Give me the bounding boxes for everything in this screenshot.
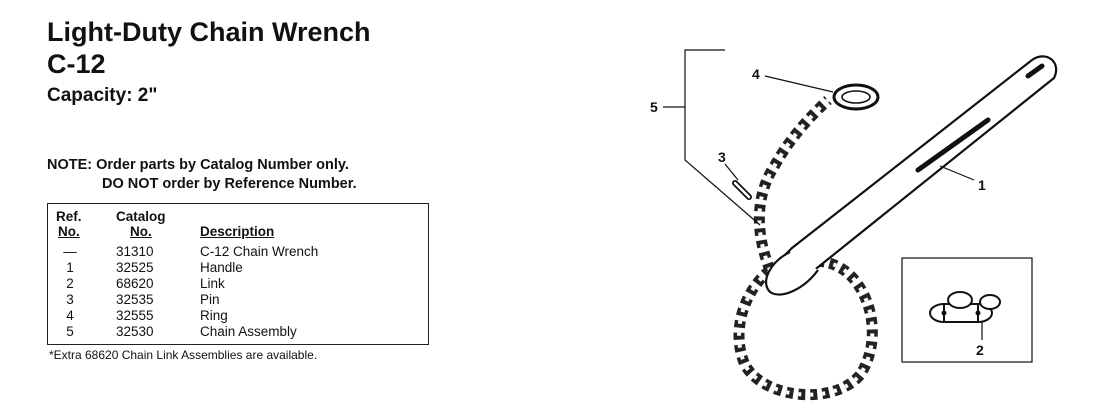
footnote: *Extra 68620 Chain Link Assemblies are a… [49,348,318,362]
description-cell: Handle [200,260,243,275]
callout-pin: 3 [718,149,726,165]
catalog-cell: 32535 [116,292,154,307]
pin-leader [724,163,739,181]
model-number: C-12 [47,49,106,79]
header-ref-top: Ref. [56,209,82,224]
chain-loop [733,255,878,401]
ref-cell: 4 [66,308,74,323]
description-cell: Ring [200,308,228,323]
ref-cell: 1 [66,260,74,275]
description-cell: Pin [200,292,220,307]
parts-table: Ref. No. Catalog No. Description — 31310… [47,203,429,345]
description-cell: Link [200,276,225,291]
capacity-label: Capacity: 2" [47,85,158,106]
catalog-cell: 31310 [116,244,154,259]
ref-cell: 5 [66,324,74,339]
ring-icon-inner [841,90,871,104]
ref-cell: 3 [66,292,74,307]
chain-bracket [684,49,761,226]
catalog-cell: 32530 [116,324,154,339]
catalog-cell: 32555 [116,308,154,323]
table-row: — 31310 C-12 Chain Wrench [48,244,428,260]
table-row: 5 32530 Chain Assembly [48,324,428,340]
header-description: Description [200,224,275,239]
order-note-line-1: NOTE: Order parts by Catalog Number only… [47,157,349,173]
callout-chain: 5 [650,99,658,115]
table-row: 1 32525 Handle [48,260,428,276]
handle-leader [939,165,975,181]
handle-jaw [764,251,819,296]
ref-cell: — [63,244,77,259]
description-cell: Chain Assembly [200,324,297,339]
table-row: 3 32535 Pin [48,292,428,308]
header-ref-bottom: No. [58,224,80,239]
handle-slot [915,117,991,173]
table-row: 4 32555 Ring [48,308,428,324]
callout-handle: 1 [978,177,986,193]
link-icon [929,291,1001,323]
ring-icon [832,83,880,111]
table-row: 2 68620 Link [48,276,428,292]
callout-ring: 4 [752,66,760,82]
catalog-cell: 32525 [116,260,154,275]
page-title: Light-Duty Chain Wrench [47,17,371,47]
handle-hole [1025,63,1045,79]
chain-tail-outline [757,98,830,271]
ring-leader [764,75,834,93]
catalog-cell: 68620 [116,276,154,291]
description-cell: C-12 Chain Wrench [200,244,319,259]
header-catalog-bottom: No. [130,224,152,239]
ref-cell: 2 [66,276,74,291]
order-note-line-2: DO NOT order by Reference Number. [102,176,357,192]
header-catalog-top: Catalog [116,209,166,224]
callout-link: 2 [976,342,984,358]
